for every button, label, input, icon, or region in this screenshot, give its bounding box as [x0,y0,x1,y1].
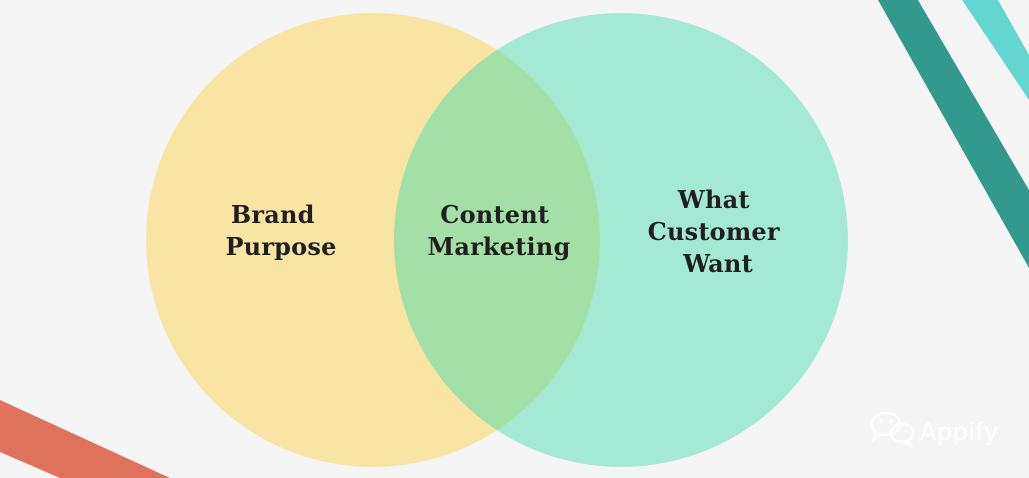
customer-want-line-1: What [677,185,750,214]
teal-light-stripe [962,0,1029,100]
coral-stripe [0,400,170,478]
wechat-icon-eyes [879,419,908,433]
content-marketing-overlap [394,13,600,467]
customer-want-label: What Customer Want [648,185,789,278]
wechat-icon [870,411,915,449]
brand-purpose-line-1: Brand [231,200,315,229]
content-marketing-line-2: Marketing [428,232,571,261]
customer-want-line-3: Want [682,249,753,278]
teal-dark-stripe [878,0,1029,268]
watermark: Appify [870,411,999,449]
watermark-text: Appify [920,418,999,446]
brand-purpose-line-2: Purpose [225,232,336,261]
customer-want-line-2: Customer [648,217,780,246]
content-marketing-label: Content Marketing [428,200,571,261]
content-marketing-line-1: Content [440,200,549,229]
brand-purpose-label: Brand Purpose [225,200,336,261]
